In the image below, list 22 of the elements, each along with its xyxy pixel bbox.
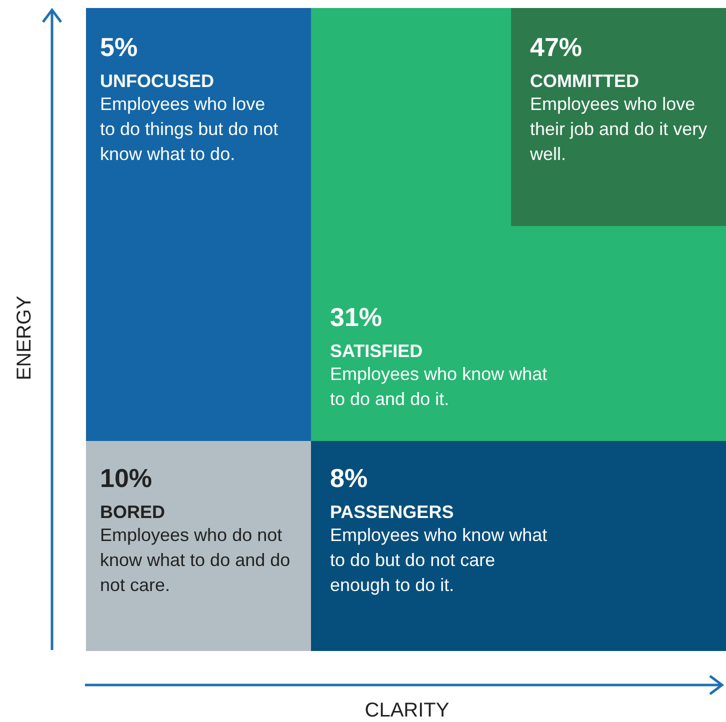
category-heading: COMMITTED bbox=[530, 70, 639, 92]
description-text: Employees who know what to do and do it. bbox=[330, 363, 548, 411]
description-text: Employees who know what to do but do not care enough to do it. bbox=[330, 524, 548, 597]
description-text: Employees who love their job and do it very well. bbox=[530, 93, 708, 166]
quadrant-panel bbox=[86, 441, 311, 651]
description-text: Employees who do not know what to do and do not care. bbox=[100, 524, 292, 597]
quadrant-panel bbox=[311, 441, 726, 651]
category-heading: PASSENGERS bbox=[330, 501, 454, 523]
percentage-value: 8% bbox=[330, 463, 368, 493]
percentage-value: 47% bbox=[530, 32, 582, 62]
percentage-value: 31% bbox=[330, 302, 382, 332]
category-heading: BORED bbox=[100, 501, 166, 523]
percentage-value: 10% bbox=[100, 463, 152, 493]
quadrant-panel bbox=[511, 8, 726, 226]
description-text: Employees who love to do things but do not know what to do. bbox=[100, 93, 280, 166]
category-heading: SATISFIED bbox=[330, 340, 423, 362]
quadrant-panel bbox=[311, 8, 726, 441]
percentage-value: 5% bbox=[100, 32, 138, 62]
category-heading: UNFOCUSED bbox=[100, 70, 214, 92]
axis-label: CLARITY bbox=[364, 700, 450, 722]
quadrant-panel bbox=[86, 8, 311, 441]
axis-label: ENERGY bbox=[14, 296, 36, 380]
